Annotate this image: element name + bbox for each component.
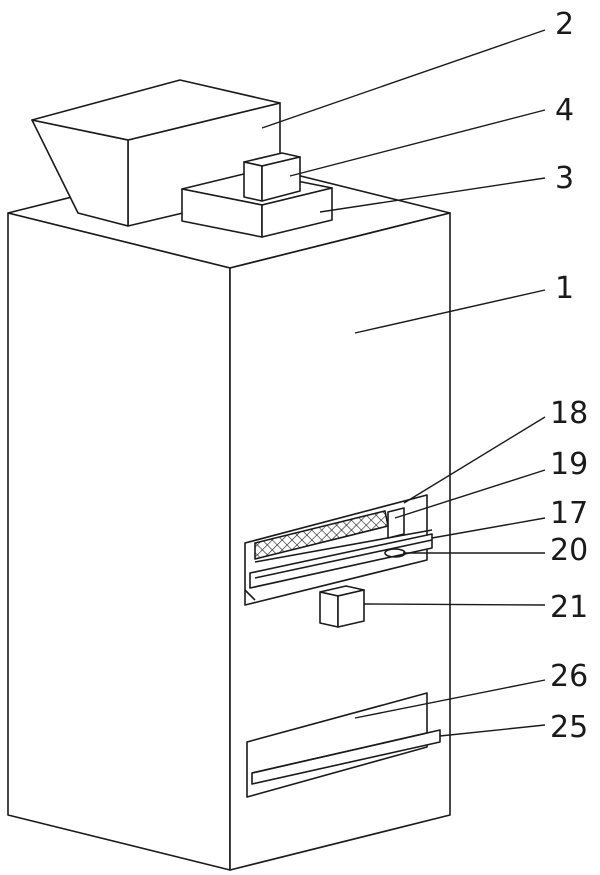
upper-opening-corner [244, 589, 256, 601]
leader-lines [261, 29, 546, 737]
label-26: 26 [550, 659, 588, 694]
leader-4 [289, 109, 546, 177]
label-25: 25 [550, 710, 588, 745]
upper-drawer-assembly [244, 494, 433, 606]
label-2: 2 [555, 7, 574, 42]
leader-26 [354, 679, 546, 719]
label-21: 21 [550, 590, 588, 625]
leader-19 [394, 469, 546, 519]
leader-21 [363, 603, 546, 606]
hopper-top-rim [31, 79, 281, 141]
motor-cube-right [261, 156, 301, 202]
upper-tray-rail-lip [254, 539, 433, 579]
sensor-box [319, 585, 365, 628]
leader-17 [431, 517, 546, 539]
label-3: 3 [555, 161, 574, 196]
sensor-box-left [319, 591, 339, 628]
leader-2 [261, 29, 546, 129]
label-19: 19 [550, 447, 588, 482]
lower-drawer-assembly [246, 692, 441, 798]
upper-tray-rail [249, 533, 433, 589]
push-rod [387, 507, 405, 539]
label-4: 4 [555, 93, 574, 128]
label-1: 1 [555, 271, 574, 306]
motor-cube [243, 152, 301, 202]
label-20: 20 [550, 533, 588, 568]
screen-frame [254, 529, 433, 563]
leader-25 [439, 724, 546, 737]
leader-1 [354, 289, 546, 334]
leader-18 [403, 416, 546, 504]
cabinet-left-face [7, 212, 231, 871]
reference-numerals: 2 4 3 1 18 19 17 20 21 26 25 [550, 7, 588, 745]
label-18: 18 [550, 396, 588, 431]
sensor-box-right [337, 589, 365, 628]
lower-tray-back [251, 732, 428, 774]
motor-base-right [261, 187, 333, 238]
label-17: 17 [550, 496, 588, 531]
motor-cube-left [243, 161, 263, 202]
leader-3 [319, 177, 546, 213]
